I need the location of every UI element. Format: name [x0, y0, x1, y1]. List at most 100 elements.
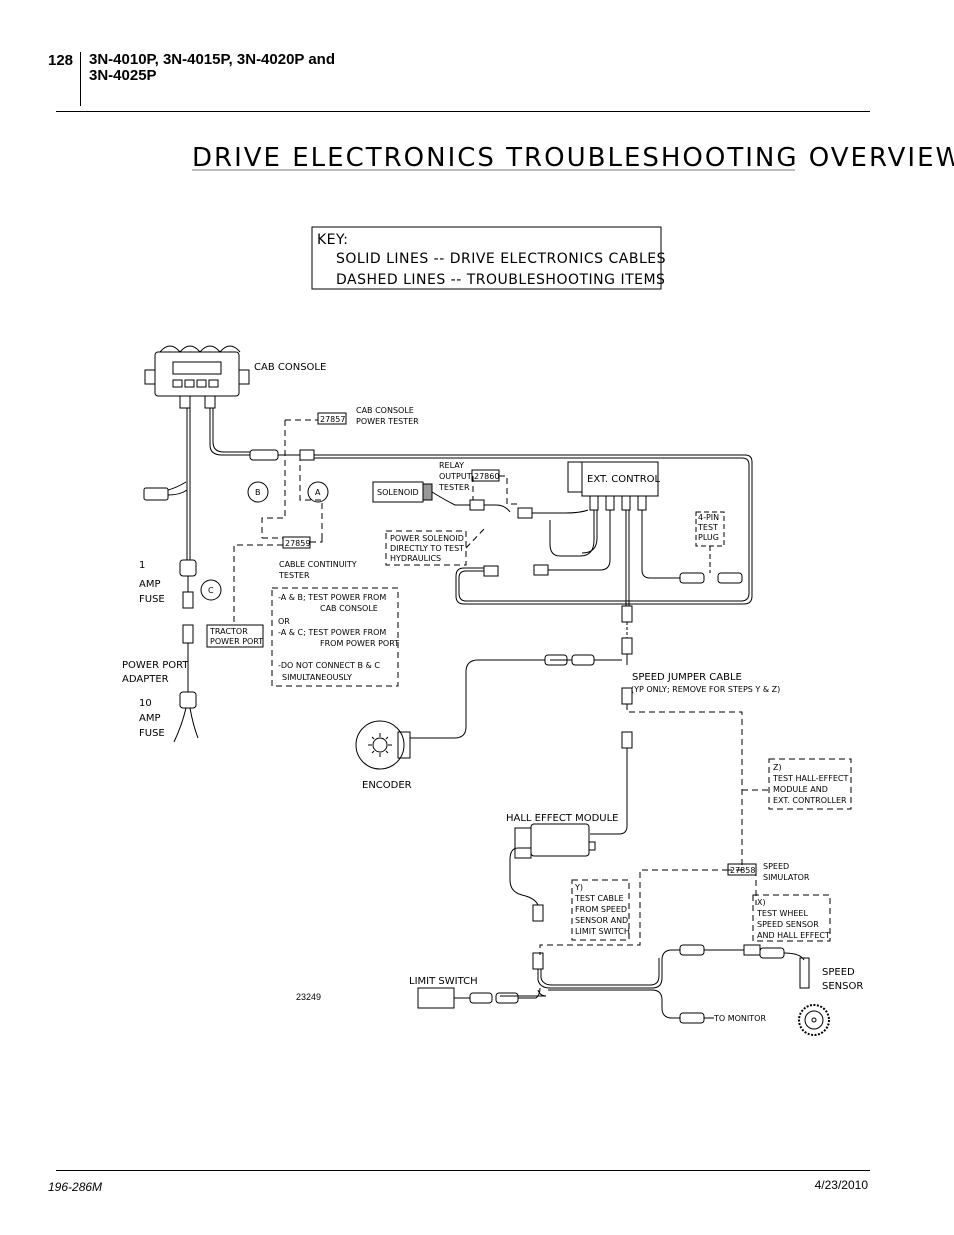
speed-wheel	[798, 1004, 830, 1036]
cable-ext-a	[549, 510, 595, 557]
connector-encoder-right	[571, 654, 595, 666]
label-to-monitor: TO MONITOR	[713, 1014, 766, 1023]
label-ext-control: EXT. CONTROL	[587, 474, 661, 485]
cable-console-power	[209, 408, 250, 456]
label-y-4: SENSOR AND	[575, 916, 628, 925]
fuse-1-amp	[179, 559, 197, 577]
connector-to-monitor	[679, 1012, 705, 1024]
test-point-a	[307, 481, 329, 503]
label-plug: PLUG	[698, 533, 719, 542]
cable-hall-top	[590, 748, 628, 835]
ext-control-bracket	[567, 461, 583, 493]
instr-line-7: SIMULTANEOUSLY	[282, 673, 352, 682]
test-point-c	[200, 579, 222, 601]
label-27857: 27857	[320, 415, 345, 424]
instr-line-5: FROM POWER PORT	[320, 639, 399, 648]
cable-harness-lower	[548, 989, 680, 1019]
diagram-title: DRIVE ELECTRONICS TROUBLESHOOTING OVERVI…	[192, 143, 954, 173]
connector-harness-right-upper	[679, 944, 705, 956]
header-divider	[80, 52, 81, 106]
label-tester: TESTER	[278, 571, 310, 580]
document-title: 3N-4010P, 3N-4015P, 3N-4020P and 3N-4025…	[89, 52, 335, 84]
label-encoder: ENCODER	[362, 780, 412, 791]
cable-ext-b	[548, 510, 611, 571]
label-speed-sensor-1: SPEED	[822, 967, 855, 978]
label-z-3: MODULE AND	[773, 785, 828, 794]
label-z-2: TEST HALL-EFFECT	[772, 774, 848, 783]
part-27858	[727, 863, 757, 876]
encoder	[355, 720, 411, 770]
label-power-solenoid-2: DIRECTLY TO TEST	[390, 544, 464, 553]
label-cab-console-tester-1: CAB CONSOLE	[356, 406, 414, 415]
connector-limit-switch-right	[495, 992, 519, 1004]
connector-jumper-top	[621, 605, 633, 623]
label-cab-console-tester-2: POWER TESTER	[356, 417, 419, 426]
speed-sensor	[799, 957, 810, 989]
label-c: C	[208, 586, 214, 595]
step-y-box	[571, 879, 630, 941]
label-speed-sim-1: SPEED	[763, 862, 789, 871]
instr-line-2: CAB CONSOLE	[320, 604, 378, 613]
connector-jumper-mid	[621, 637, 633, 655]
label-10: 10	[139, 698, 152, 709]
part-27859	[282, 536, 311, 549]
label-x-2: TEST WHEEL	[756, 909, 808, 918]
label-fuse: FUSE	[139, 594, 165, 605]
power-tester-dashed	[261, 419, 323, 538]
key-box	[311, 226, 662, 290]
label-tractor: TRACTOR	[209, 627, 248, 636]
step-x-box	[752, 894, 831, 942]
label-a: A	[315, 488, 321, 497]
label-27858: 27858	[730, 866, 755, 875]
label-10-fuse: FUSE	[139, 728, 165, 739]
label-power-port: POWER PORT	[122, 660, 189, 671]
label-z: Z)	[773, 763, 782, 772]
key-dashed-lines: DASHED LINES -- TROUBLESHOOTING ITEMS	[336, 272, 665, 288]
connector-hall-top	[621, 731, 633, 749]
label-27860: 27860	[474, 472, 499, 481]
label-speed-sim-2: SIMULATOR	[763, 873, 810, 882]
label-y-3: FROM SPEED	[575, 905, 627, 914]
page-number: 128	[48, 52, 74, 69]
label-limit-switch: LIMIT SWITCH	[409, 976, 478, 987]
label-power-solenoid-1: POWER SOLENOID	[390, 534, 464, 543]
relay-tester-dashed	[472, 475, 518, 505]
label-z-4: EXT. CONTROLLER	[773, 796, 847, 805]
label-speed-jumper: SPEED JUMPER CABLE	[632, 672, 742, 683]
instr-line-6: -DO NOT CONNECT B & C	[278, 661, 380, 670]
connector-speed-sensor	[759, 947, 785, 959]
label-cable-continuity: CABLE CONTINUITY	[279, 560, 357, 569]
label-b: B	[255, 488, 261, 497]
label-y-5: LIMIT SWITCH	[575, 927, 630, 936]
cable-main-loop	[314, 454, 753, 605]
cable-encoder	[410, 659, 545, 739]
label-power-solenoid-3: HYDRAULICS	[390, 554, 441, 563]
limit-switch	[417, 987, 455, 1009]
label-27859: 27859	[285, 539, 310, 548]
ext-control	[581, 461, 659, 497]
cable-hall-bottom	[509, 847, 539, 906]
document-title-line-2: 3N-4025P	[89, 67, 157, 84]
label-relay: RELAY	[439, 461, 464, 470]
label-x: X)	[757, 898, 766, 907]
figure-number: 23249	[296, 992, 321, 1002]
hall-effect-bracket	[514, 827, 532, 859]
cable-side-connector	[167, 489, 188, 496]
document-title-line-1: 3N-4010P, 3N-4015P, 3N-4020P and	[89, 51, 335, 68]
continuity-tester-dashed	[233, 537, 323, 625]
header-rule	[56, 111, 870, 112]
label-x-3: SPEED SENSOR	[757, 920, 819, 929]
label-x-4: AND HALL EFFECT	[757, 931, 830, 940]
footer-doc-number: 196-286M	[48, 1180, 103, 1194]
key-solid-lines: SOLID LINES -- DRIVE ELECTRONICS CABLES	[336, 251, 666, 267]
speed-simulator-dashed	[539, 704, 768, 955]
label-1: 1	[139, 560, 145, 571]
label-power-port-box: POWER PORT	[210, 637, 263, 646]
label-amp: AMP	[139, 579, 161, 590]
label-cab-console: CAB CONSOLE	[254, 362, 326, 373]
power-solenoid-box	[385, 530, 467, 566]
fuse-10-amp	[179, 691, 197, 709]
connector-fuse-bottom	[182, 591, 194, 609]
hall-effect-module	[530, 823, 590, 857]
footer-date: 4/23/2010	[814, 1178, 868, 1192]
